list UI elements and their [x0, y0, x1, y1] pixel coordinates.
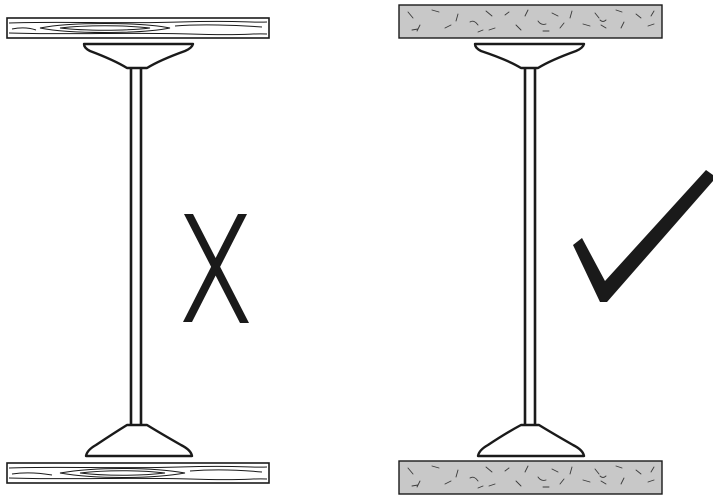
right-top-concrete-plate [399, 5, 662, 38]
x-mark-icon [183, 214, 249, 323]
right-top-flange [475, 44, 584, 68]
left-panel [7, 18, 269, 483]
left-top-wood-plate [7, 18, 269, 38]
left-bottom-wood-plate [7, 463, 269, 483]
right-bottom-concrete-plate [399, 461, 662, 494]
right-post [525, 68, 535, 425]
left-post [131, 68, 141, 425]
left-bottom-flange [86, 425, 192, 456]
right-bottom-flange [478, 425, 584, 456]
right-panel [399, 5, 713, 494]
check-mark-icon [573, 170, 713, 302]
left-top-flange [84, 44, 193, 68]
